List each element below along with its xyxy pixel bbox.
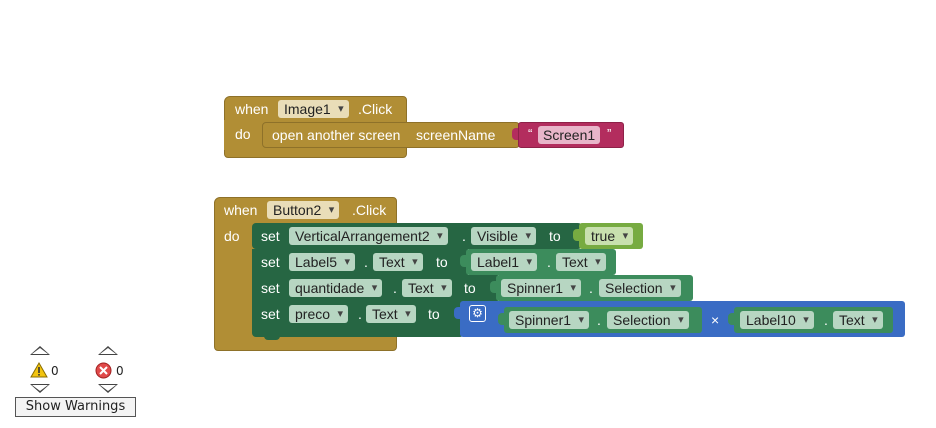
event-label: .Click <box>358 101 393 117</box>
warning-icon <box>30 362 48 378</box>
component-dropdown-spinner1[interactable]: Spinner1 <box>509 311 590 329</box>
math-connector <box>454 307 460 319</box>
gear-icon[interactable]: ⚙ <box>469 305 486 322</box>
multiply-operator: × <box>711 312 720 328</box>
to-label: to <box>549 228 561 244</box>
boolean-connector <box>573 229 579 241</box>
component-dropdown-label10[interactable]: Label10 <box>740 311 814 329</box>
set-label: set <box>261 306 280 322</box>
component-dropdown-verticalarrangement2[interactable]: VerticalArrangement2 <box>289 227 448 245</box>
text-string-connector <box>512 128 518 140</box>
getter-connector <box>728 313 734 325</box>
error-count: 0 <box>116 364 124 378</box>
screen-name-param-label: screenName <box>416 127 496 143</box>
error-icon <box>95 362 112 379</box>
property-dropdown-text[interactable]: Text <box>833 311 883 329</box>
property-dropdown-text[interactable]: Text <box>373 253 423 271</box>
boolean-dropdown-true[interactable]: true <box>585 227 634 245</box>
component-dropdown-button2[interactable]: Button2 <box>267 201 340 219</box>
dot-label: . <box>597 312 601 328</box>
to-label: to <box>436 254 448 270</box>
next-connector <box>264 334 280 340</box>
to-label: to <box>464 280 476 296</box>
to-label: to <box>428 306 440 322</box>
set-label: set <box>261 254 280 270</box>
quote-open: “ <box>528 126 533 141</box>
dot-label: . <box>462 228 466 244</box>
quote-close: ” <box>607 126 612 141</box>
event-label: .Click <box>352 202 387 218</box>
getter-connector <box>460 255 466 267</box>
set-label5-text-block[interactable] <box>252 249 468 275</box>
component-dropdown-image1[interactable]: Image1 <box>278 100 349 118</box>
open-another-screen-block[interactable] <box>262 122 520 148</box>
property-dropdown-visible[interactable]: Visible <box>471 227 536 245</box>
component-dropdown-spinner1[interactable]: Spinner1 <box>501 279 582 297</box>
dot-label: . <box>824 312 828 328</box>
warning-count: 0 <box>51 364 59 378</box>
when-label: when <box>235 101 269 117</box>
when-label: when <box>224 202 258 218</box>
set-label: set <box>261 280 280 296</box>
screen-name-value[interactable]: Screen1 <box>538 126 601 144</box>
show-warnings-button[interactable]: Show Warnings <box>15 397 136 417</box>
component-dropdown-label1[interactable]: Label1 <box>471 253 538 271</box>
dot-label: . <box>358 306 362 322</box>
getter-connector <box>498 313 504 325</box>
component-dropdown-label5[interactable]: Label5 <box>289 253 356 271</box>
component-dropdown-quantidade[interactable]: quantidade <box>289 279 383 297</box>
dot-label: . <box>547 254 551 270</box>
property-dropdown-text[interactable]: Text <box>556 253 606 271</box>
getter-connector <box>490 281 496 293</box>
set-preco-text-block[interactable] <box>252 301 464 337</box>
component-dropdown-preco[interactable]: preco <box>289 305 349 323</box>
do-label: do <box>224 228 240 244</box>
dot-label: . <box>364 254 368 270</box>
property-dropdown-selection[interactable]: Selection <box>607 311 689 329</box>
open-another-screen-label: open another screen <box>272 127 401 143</box>
event-block-body <box>224 120 261 150</box>
property-dropdown-text[interactable]: Text <box>366 305 416 323</box>
dot-label: . <box>393 280 397 296</box>
property-dropdown-text[interactable]: Text <box>402 279 452 297</box>
do-label: do <box>235 126 251 142</box>
property-dropdown-selection[interactable]: Selection <box>599 279 681 297</box>
dot-label: . <box>589 280 593 296</box>
set-label: set <box>261 228 280 244</box>
